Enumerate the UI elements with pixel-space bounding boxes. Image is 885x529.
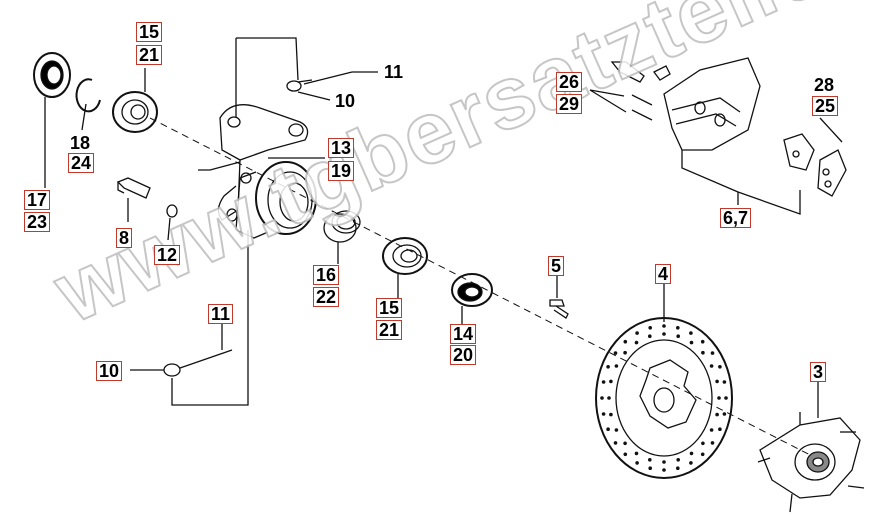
callout-23: 23 — [24, 212, 51, 232]
hub-3 — [757, 382, 865, 513]
disc-hole — [676, 334, 680, 339]
disc-hole — [623, 350, 627, 355]
disc-hole — [676, 466, 680, 471]
disc-hole — [709, 364, 714, 368]
disc-hole — [634, 451, 639, 456]
disc-hole — [609, 412, 613, 417]
disc-hole — [606, 365, 610, 369]
callout-8: 8 — [116, 228, 133, 248]
disc-hole — [635, 461, 639, 465]
disc-hole — [648, 458, 652, 462]
disc-hole — [724, 396, 728, 400]
callout-22: 22 — [313, 287, 340, 307]
callout-10-lower: 10 — [96, 361, 123, 381]
bolt-11-nut-10-upper — [235, 37, 378, 118]
seal-17-23 — [33, 52, 71, 188]
caliper-6-7 — [589, 57, 801, 215]
callout-15: 15 — [136, 22, 163, 42]
disc-hole — [635, 331, 639, 335]
disc-hole — [601, 412, 606, 416]
callout-19: 19 — [328, 161, 355, 181]
callout-15-lower: 15 — [376, 298, 403, 318]
callout-12: 12 — [154, 245, 181, 265]
brake-disc-4 — [595, 284, 733, 479]
disc-hole — [623, 441, 627, 446]
disc-hole — [701, 441, 705, 446]
disc-hole — [689, 461, 693, 465]
disc-hole — [609, 379, 613, 384]
callout-11: 11 — [384, 62, 404, 82]
disc-hole — [648, 466, 652, 471]
disc-hole — [613, 441, 618, 445]
callout-21-lower: 21 — [376, 320, 403, 340]
disc-hole — [614, 428, 619, 432]
disc-hole — [722, 380, 727, 384]
circlip-18-24 — [75, 78, 101, 131]
disc-hole — [600, 396, 604, 400]
disc-hole — [718, 427, 722, 432]
callout-14: 14 — [450, 324, 477, 344]
callout-21: 21 — [136, 45, 163, 65]
disc-hole — [648, 326, 652, 330]
disc-hole — [601, 380, 606, 384]
axis-line — [149, 117, 821, 461]
disc-hole — [715, 379, 719, 384]
disc-hole — [710, 351, 715, 355]
disc-hole — [722, 412, 727, 416]
disc-hole — [606, 427, 610, 432]
disc-hole — [634, 340, 639, 345]
bearing-15-21-upper — [112, 68, 158, 133]
callout-16: 16 — [313, 265, 340, 285]
disc-hole — [676, 326, 680, 330]
disc-hole — [648, 334, 652, 339]
disc-hole — [607, 396, 611, 400]
disc-hole — [700, 339, 705, 344]
bolt-11-nut-10-lower — [130, 161, 249, 406]
bolt-5 — [549, 275, 569, 319]
callout-18: 18 — [70, 133, 91, 153]
disc-hole — [676, 458, 680, 462]
disc-hole — [717, 396, 721, 400]
brake-pads-25-28 — [783, 117, 847, 197]
seal-14-20 — [451, 273, 493, 326]
callout-25: 25 — [812, 96, 839, 116]
disc-hole — [689, 331, 693, 335]
callout-24: 24 — [68, 153, 95, 173]
callout-11-lower: 11 — [208, 304, 234, 324]
disc-hole — [662, 332, 666, 336]
bearing-15-21-lower — [382, 237, 428, 300]
disc-hole — [689, 451, 694, 456]
callout-26: 26 — [556, 72, 583, 92]
callout-29: 29 — [556, 94, 583, 114]
callout-5: 5 — [548, 256, 565, 276]
callout-20: 20 — [450, 345, 477, 365]
washer-12 — [166, 204, 178, 241]
callout-17: 17 — [24, 190, 51, 210]
bushing-16-22 — [323, 210, 361, 264]
callout-13: 13 — [328, 138, 355, 158]
disc-hole — [662, 460, 666, 464]
disc-hole — [718, 365, 722, 369]
disc-hole — [613, 351, 618, 355]
callout-10: 10 — [335, 91, 356, 111]
disc-hole — [662, 468, 666, 472]
disc-hole — [662, 324, 666, 328]
disc-hole — [710, 441, 715, 445]
disc-hole — [700, 452, 705, 457]
disc-hole — [623, 452, 628, 457]
disc-hole — [715, 412, 719, 417]
disc-hole — [701, 350, 705, 355]
disc-hole — [709, 428, 714, 432]
knuckle-13-19 — [217, 104, 325, 239]
disc-hole — [689, 340, 694, 345]
callout-4: 4 — [655, 264, 672, 284]
bolt-8 — [116, 177, 151, 222]
callout-3: 3 — [810, 362, 827, 382]
disc-hole — [614, 364, 619, 368]
callout-6-7: 6,7 — [720, 208, 752, 228]
callout-28: 28 — [814, 75, 835, 95]
disc-hole — [623, 339, 628, 344]
